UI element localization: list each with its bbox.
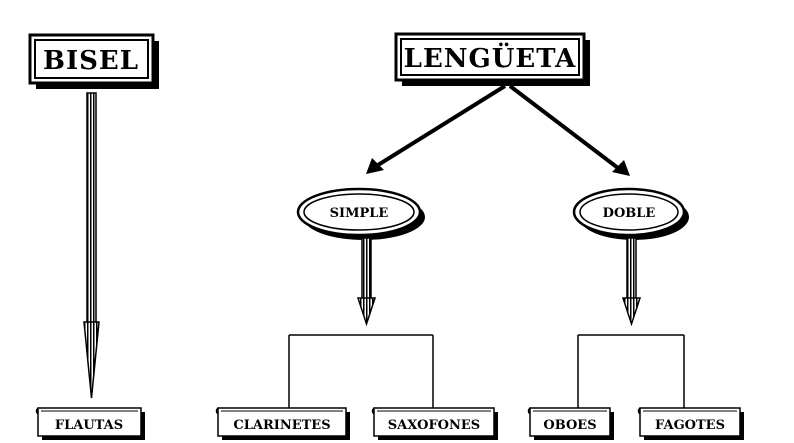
simple-oval: SIMPLE: [296, 187, 425, 240]
simple-arrow: [356, 237, 377, 327]
bisel-arrow: [83, 92, 100, 399]
lengueta-to-doble-arrow: [508, 84, 630, 176]
doble-bracket: [577, 334, 685, 410]
clarinetes-scroll: CLARINETES: [215, 407, 350, 440]
bisel-box: BISEL: [28, 33, 159, 89]
oboes-label: OBOES: [543, 418, 596, 433]
doble-oval: DOBLE: [572, 187, 689, 240]
oboes-scroll: OBOES: [527, 407, 614, 440]
flautas-label: FLAUTAS: [55, 418, 123, 433]
fagotes-scroll: FAGOTES: [637, 407, 744, 440]
simple-label: SIMPLE: [330, 206, 389, 221]
lengueta-to-simple-arrow: [366, 84, 507, 174]
fagotes-label: FAGOTES: [655, 418, 725, 433]
clarinetes-label: CLARINETES: [233, 418, 330, 433]
lengueta-label: LENGÜETA: [404, 42, 577, 74]
simple-bracket: [288, 334, 434, 410]
saxofones-scroll: SAXOFONES: [371, 407, 498, 440]
flautas-scroll: FLAUTAS: [35, 407, 145, 440]
doble-label: DOBLE: [603, 206, 656, 221]
bisel-label: BISEL: [43, 46, 139, 76]
lengueta-box: LENGÜETA: [394, 32, 590, 86]
doble-arrow: [621, 237, 642, 327]
saxofones-label: SAXOFONES: [388, 418, 480, 433]
